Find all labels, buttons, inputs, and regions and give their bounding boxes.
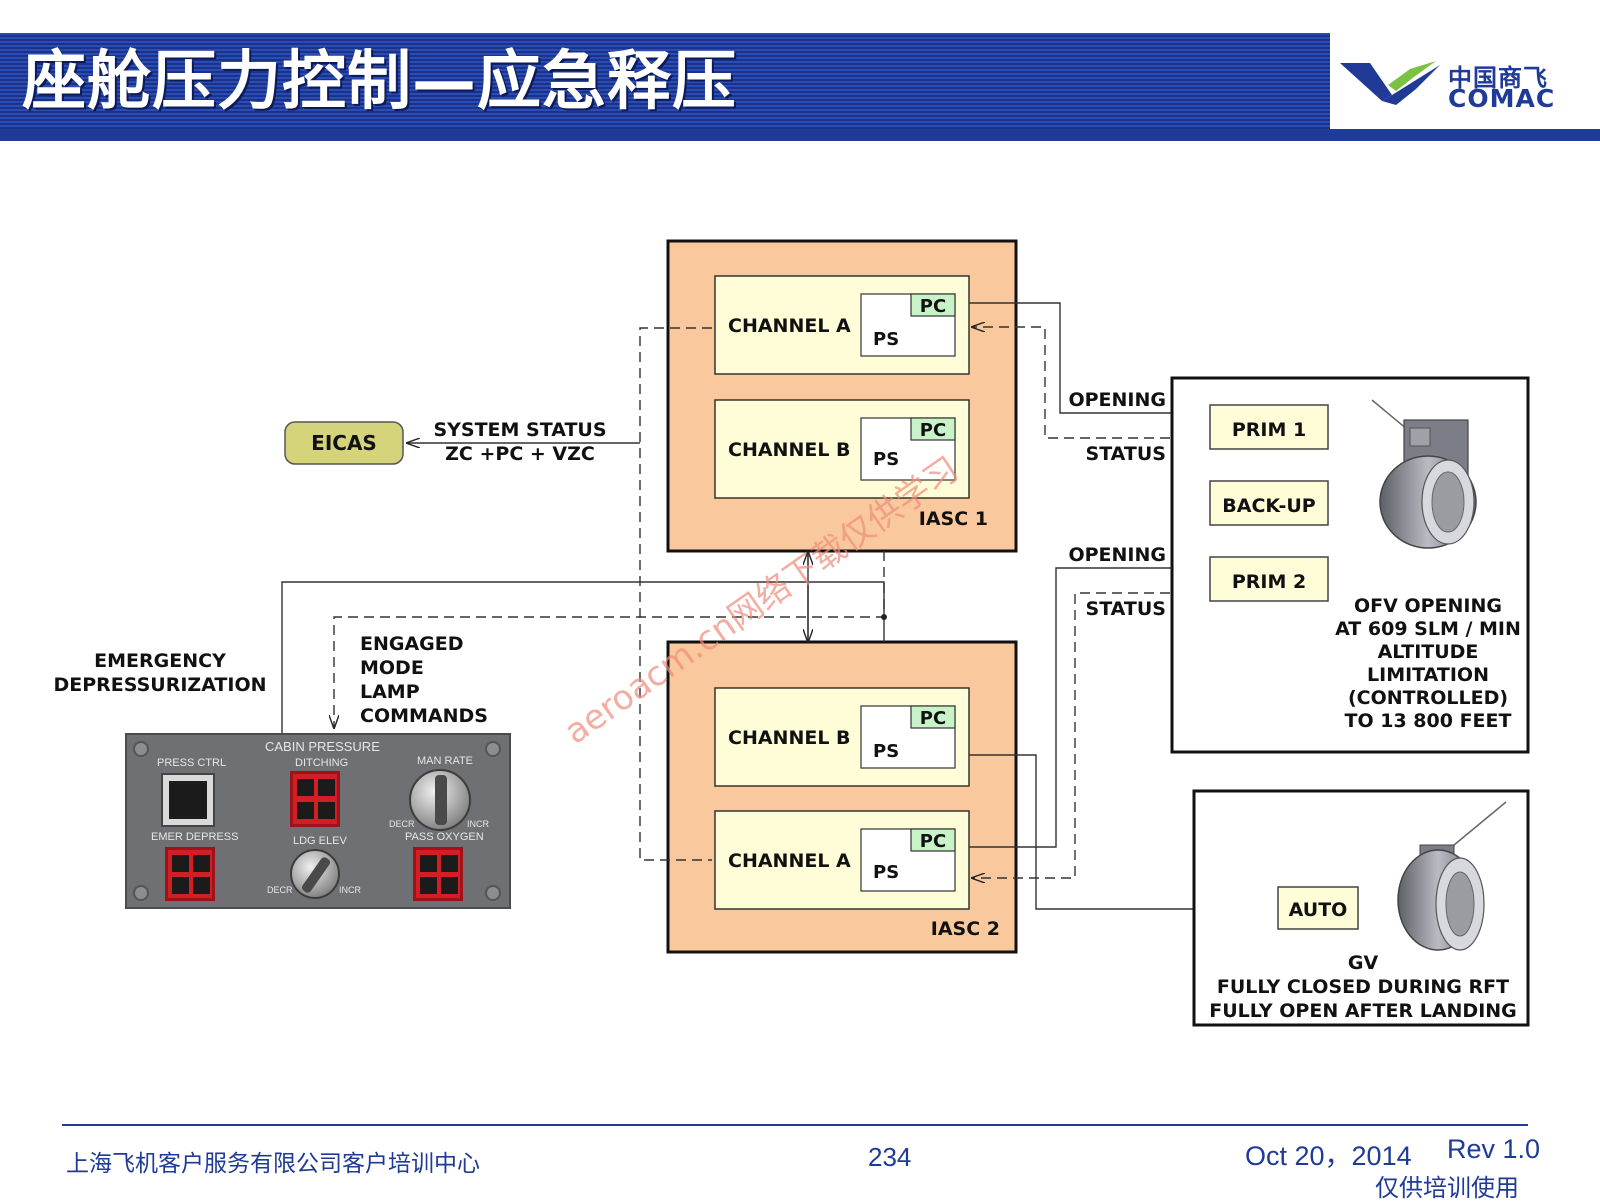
emergency-label-line2: DEPRESSURIZATION bbox=[53, 674, 266, 696]
outflow-valve-icon bbox=[1371, 399, 1477, 549]
panel-screw-icon bbox=[485, 741, 501, 757]
logo-area bbox=[1330, 33, 1600, 129]
header-underline bbox=[0, 129, 1600, 141]
iasc1-channel-a-label: CHANNEL A bbox=[728, 315, 851, 337]
comac-logo-icon bbox=[1340, 61, 1440, 105]
opening-label-1: OPENING bbox=[1068, 389, 1166, 411]
panel-title: CABIN PRESSURE bbox=[265, 739, 380, 754]
page-title: 座舱压力控制—应急释压 bbox=[22, 45, 737, 119]
footer-company: 上海飞机客户服务有限公司客户培训中心 bbox=[66, 1151, 480, 1177]
iasc2-channel-b-pc: PC bbox=[920, 708, 946, 729]
system-status-line2: ZC +PC + VZC bbox=[445, 443, 595, 465]
iasc1-channel-b-pc: PC bbox=[920, 420, 946, 441]
footer-note: 仅供培训使用 bbox=[1375, 1174, 1519, 1202]
backup-label: BACK-UP bbox=[1222, 495, 1316, 517]
panel-screw-icon bbox=[133, 741, 149, 757]
eicas-box: EICAS bbox=[284, 421, 404, 465]
man-rate-label: MAN RATE bbox=[417, 755, 474, 767]
iasc1-channel-b-label: CHANNEL B bbox=[728, 439, 851, 461]
iasc1-channel-b: CHANNEL B PC PS bbox=[714, 399, 970, 499]
ldg-elev-knob[interactable] bbox=[290, 849, 340, 899]
gv-box: AUTO GV FULLY CLOSED DURING RFT FULLY OP… bbox=[1192, 789, 1530, 1027]
ofv-desc-line4: LIMITATION bbox=[1367, 664, 1489, 686]
iasc2-channel-b-label: CHANNEL B bbox=[728, 727, 851, 749]
iasc2-channel-b-ps: PS bbox=[873, 741, 899, 762]
system-status-line1: SYSTEM STATUS bbox=[433, 419, 606, 441]
iasc2-channel-a-pc: PC bbox=[920, 831, 946, 852]
pass-oxygen-label: PASS OXYGEN bbox=[405, 831, 484, 843]
engaged-label-line1: ENGAGED bbox=[360, 633, 464, 655]
ofv-desc-line6: TO 13 800 FEET bbox=[1345, 710, 1512, 732]
emer-depress-label: EMER DEPRESS bbox=[151, 831, 239, 843]
iasc1-channel-b-ps: PS bbox=[873, 449, 899, 470]
gv-desc-line1: GV bbox=[1348, 952, 1379, 974]
cabin-pressure-panel: CABIN PRESSURE PRESS CTRL DITCHING MAN R… bbox=[125, 733, 511, 909]
ditching-label: DITCHING bbox=[295, 757, 349, 769]
iasc1-channel-a-pc: PC bbox=[920, 296, 946, 317]
ldg-elev-decr-label: DECR bbox=[267, 885, 293, 895]
iasc2-box: IASC 2 CHANNEL B PC PS CHANNEL A PC PS bbox=[666, 640, 1018, 954]
status-label-1: STATUS bbox=[1086, 443, 1166, 465]
engaged-label-line2: MODE bbox=[360, 657, 424, 679]
auto-label: AUTO bbox=[1289, 899, 1348, 921]
ground-valve-icon bbox=[1397, 801, 1507, 951]
footer-page-number: 234 bbox=[868, 1142, 912, 1172]
ofv-desc-line5: (CONTROLLED) bbox=[1348, 687, 1508, 709]
footer-revision: Rev 1.0 bbox=[1447, 1134, 1541, 1164]
prim2-label: PRIM 2 bbox=[1232, 571, 1306, 593]
panel-screw-icon bbox=[485, 885, 501, 901]
man-rate-decr-label: DECR bbox=[389, 819, 415, 829]
ldg-elev-incr-label: INCR bbox=[339, 885, 361, 895]
logo-cn-text: 中国商飞 bbox=[1448, 64, 1548, 92]
prim1-label: PRIM 1 bbox=[1232, 419, 1306, 441]
footer-date: Oct 20，2014 bbox=[1245, 1141, 1412, 1171]
eicas-label: EICAS bbox=[311, 431, 377, 455]
man-rate-knob[interactable] bbox=[409, 769, 471, 831]
connector-lines bbox=[281, 302, 1280, 909]
iasc2-channel-a: CHANNEL A PC PS bbox=[714, 810, 970, 910]
gv-desc-line3: FULLY OPEN AFTER LANDING bbox=[1209, 1000, 1517, 1022]
iasc1-label: IASC 1 bbox=[919, 508, 988, 530]
emer-depress-button[interactable] bbox=[165, 847, 215, 901]
ldg-elev-label: LDG ELEV bbox=[293, 835, 347, 847]
panel-screw-icon bbox=[133, 885, 149, 901]
logo-en-text: COMAC bbox=[1448, 84, 1556, 113]
footer-divider bbox=[62, 1124, 1528, 1126]
iasc1-channel-a: CHANNEL A PC PS bbox=[714, 275, 970, 375]
press-ctrl-button[interactable] bbox=[161, 773, 215, 827]
iasc1-box: IASC 1 CHANNEL A PC PS CHANNEL B PC PS bbox=[666, 239, 1018, 553]
man-rate-incr-label: INCR bbox=[467, 819, 489, 829]
ofv-box: PRIM 1 BACK-UP PRIM 2 OFV OPENING AT 609… bbox=[1170, 376, 1530, 754]
engaged-label-line3: LAMP bbox=[360, 681, 420, 703]
iasc2-channel-b: CHANNEL B PC PS bbox=[714, 687, 970, 787]
junction-dot bbox=[881, 614, 887, 620]
status-label-2: STATUS bbox=[1086, 598, 1166, 620]
iasc1-channel-a-ps: PS bbox=[873, 329, 899, 350]
ditching-button[interactable] bbox=[290, 771, 340, 827]
ofv-desc-line3: ALTITUDE bbox=[1378, 641, 1479, 663]
iasc2-channel-a-label: CHANNEL A bbox=[728, 850, 851, 872]
ofv-desc-line1: OFV OPENING bbox=[1354, 595, 1502, 617]
title-bar bbox=[0, 33, 1330, 129]
ofv-desc-line2: AT 609 SLM / MIN bbox=[1335, 618, 1521, 640]
press-ctrl-label: PRESS CTRL bbox=[157, 757, 227, 769]
gv-desc-line2: FULLY CLOSED DURING RFT bbox=[1217, 976, 1509, 998]
opening-label-2: OPENING bbox=[1068, 544, 1166, 566]
pass-oxygen-button[interactable] bbox=[413, 847, 463, 901]
iasc2-channel-a-ps: PS bbox=[873, 862, 899, 883]
iasc2-label: IASC 2 bbox=[931, 918, 1000, 940]
emergency-label-line1: EMERGENCY bbox=[94, 650, 226, 672]
engaged-label-line4: COMMANDS bbox=[360, 705, 488, 727]
